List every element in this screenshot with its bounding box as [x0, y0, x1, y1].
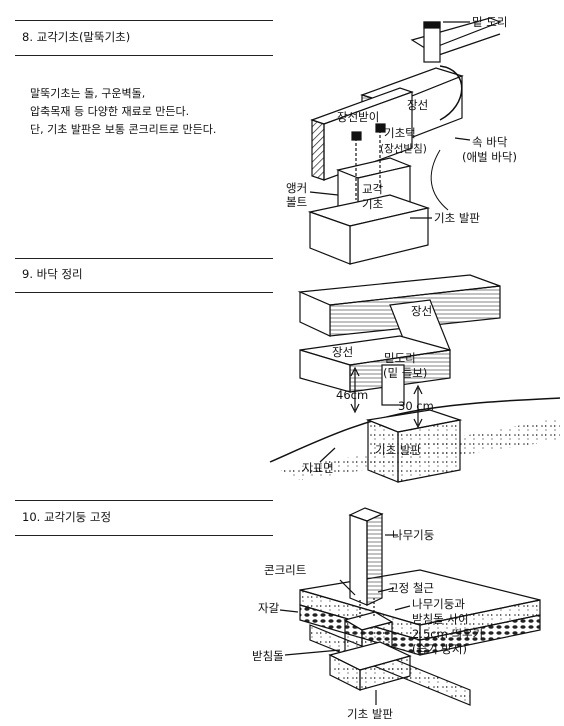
- label-footing-10: 기초 발판: [347, 707, 393, 721]
- diagram-pier-foundation: [307, 17, 502, 265]
- body-line: 말뚝기초는 돌, 구운벽돌,: [30, 87, 146, 100]
- label-height: 46cm: [336, 388, 368, 402]
- section8-top-rule: [15, 20, 273, 21]
- label-subfloor: 속 바닥: [472, 135, 508, 149]
- label-pier-2: 기초: [362, 197, 383, 211]
- label-footing-9: 기초 발판: [375, 443, 421, 457]
- label-joist: 장선: [407, 98, 428, 112]
- section10-top-rule: [15, 500, 273, 501]
- label-gap-3: 2.5cm 띄우기: [412, 627, 483, 641]
- section10-title: 10. 교각기둥 고정: [22, 510, 112, 524]
- label-anchor-steel: 고정 철근: [388, 581, 434, 595]
- label-ground: 지표면: [302, 461, 334, 475]
- label-anchor-bolt: 앵커: [286, 181, 307, 195]
- label-footing: 기초 발판: [434, 211, 480, 225]
- label-joist-top: 장선: [411, 304, 432, 318]
- label-sill-9: 밑도리: [384, 351, 416, 365]
- label-concrete: 콘크리트: [264, 563, 306, 577]
- label-joist-left: 장선: [332, 345, 353, 359]
- diagram-post-anchor: [279, 507, 541, 706]
- label-wood-post: 나무기둥: [392, 528, 434, 542]
- label-gap-1: 나무기둥과: [412, 597, 465, 611]
- label-gravel: 자갈: [258, 601, 280, 615]
- label-gap-4: (습기 방지): [412, 642, 467, 656]
- label-subfloor-note: (애벌 바닥): [462, 150, 517, 164]
- label-pier: 교각: [362, 182, 384, 196]
- label-sill-note-9: (밑 들보): [383, 366, 427, 380]
- label-sill: 밑 도리: [472, 15, 507, 29]
- label-base-block-note: (장선받침): [380, 143, 427, 155]
- section8-bottom-rule: [15, 55, 273, 56]
- section8-title: 8. 교각기초(말뚝기초): [22, 30, 131, 44]
- body-line: 단, 기초 발판은 보통 콘크리트로 만든다.: [30, 123, 217, 136]
- body-line: 압축목재 등 다양한 재료로 만든다.: [30, 105, 190, 118]
- section9-title: 9. 바닥 정리: [22, 267, 83, 281]
- label-depth: 30 cm: [398, 399, 434, 413]
- label-gap-2: 받침돌 사이: [412, 612, 469, 626]
- section10-bottom-rule: [15, 535, 273, 536]
- label-anchor-bolt-2: 볼트: [286, 195, 307, 209]
- label-base-block: 기초턱: [384, 126, 416, 140]
- label-support-stone: 받침돌: [252, 649, 284, 663]
- section9-top-rule: [15, 258, 273, 259]
- diagram-floor-framing: [269, 274, 561, 483]
- section9-bottom-rule: [15, 292, 273, 293]
- label-joist-support: 장선받이: [337, 110, 379, 124]
- section8-body: 말뚝기초는 돌, 구운벽돌, 압축목재 등 다양한 재료로 만든다. 단, 기초…: [30, 85, 216, 139]
